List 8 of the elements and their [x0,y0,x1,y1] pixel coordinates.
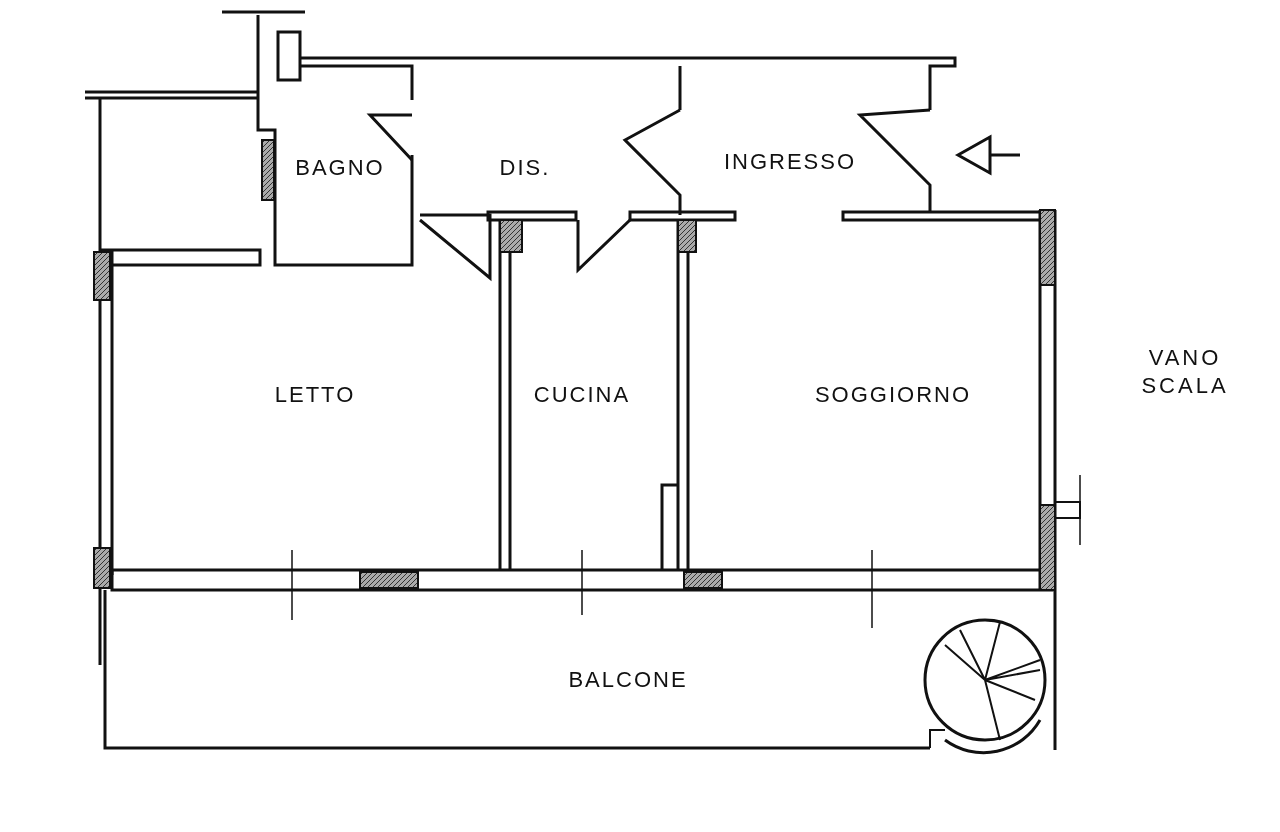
room-name: INGRESSO [723,149,857,175]
room-name: LETTO [274,382,356,408]
area-label: VANO SCALA [1140,344,1230,400]
room-name: CUCINA [533,382,631,408]
room-name: DIS. [499,155,551,181]
room-name: SOGGIORNO [814,382,972,408]
room-name: BAGNO [295,155,385,181]
room-name: BALCONE [568,667,688,693]
